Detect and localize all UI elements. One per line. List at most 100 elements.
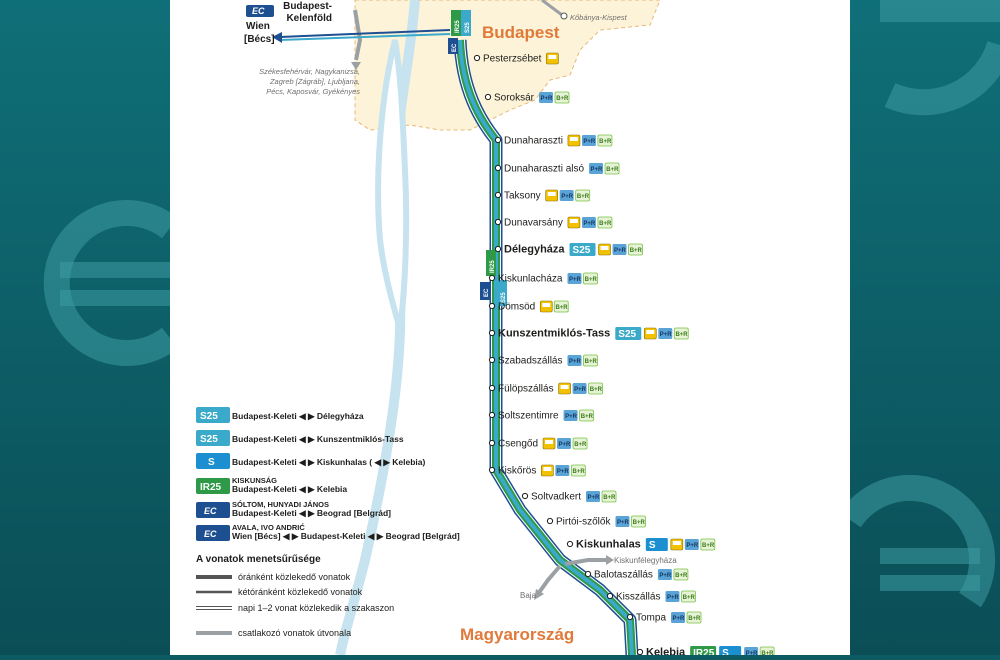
line-badge-s25: S25 xyxy=(615,327,642,340)
station-pesterzsebet[interactable]: Pesterzsébet xyxy=(473,52,559,65)
bike-and-ride-icon: B+R xyxy=(554,91,570,104)
station-marker xyxy=(606,592,614,600)
baja-label: Baja xyxy=(520,591,537,600)
station-marker xyxy=(494,245,502,253)
station-marker xyxy=(546,517,554,525)
svg-text:EC: EC xyxy=(484,288,490,297)
svg-text:B+R: B+R xyxy=(581,414,594,420)
station-name: Balotaszállás xyxy=(594,570,653,581)
station-name: Kisszállás xyxy=(616,592,660,603)
station-name: Soltszentimre xyxy=(498,411,559,422)
svg-text:P+R: P+R xyxy=(557,469,570,475)
region-budapest-label: Budapest xyxy=(482,23,560,42)
bike-and-ride-icon: B+R xyxy=(631,515,646,528)
legend-badge-label: S25 xyxy=(200,411,218,422)
park-and-ride-icon: P+R xyxy=(744,647,758,655)
bike-and-ride-icon: B+R xyxy=(700,538,716,551)
mav-logo-watermark-right xyxy=(839,0,1000,608)
svg-text:P+R: P+R xyxy=(559,442,572,448)
station-marker xyxy=(494,164,502,172)
svg-text:P+R: P+R xyxy=(569,359,582,365)
branch-arrow-sw xyxy=(534,589,544,600)
legend-item-1: S25 Budapest-Keleti ◀ ▶ Délegyháza xyxy=(196,407,364,423)
svg-text:B+R: B+R xyxy=(603,495,616,501)
svg-text:P+R: P+R xyxy=(574,387,587,393)
station-name: Taksony xyxy=(504,191,541,202)
bus-icon xyxy=(567,134,581,147)
bike-and-ride-icon: B+R xyxy=(579,409,594,422)
main-railway-line xyxy=(453,39,639,655)
legend-item-text: AVALA, IVO ANDRIĆ xyxy=(232,523,305,532)
svg-text:B+R: B+R xyxy=(556,96,569,102)
station-marker xyxy=(521,492,529,500)
bike-and-ride-icon: B+R xyxy=(575,189,591,202)
region-magyarorszag-label: Magyarország xyxy=(460,625,574,644)
station-name: Pesterzsébet xyxy=(483,54,542,65)
bus-icon xyxy=(546,52,559,65)
station-name: Fülöpszállás xyxy=(498,384,554,395)
station-name: Kiskunlacháza xyxy=(498,274,563,285)
park-and-ride-icon: P+R xyxy=(586,491,600,502)
park-and-ride-icon: P+R xyxy=(555,465,569,476)
bike-and-ride-icon: B+R xyxy=(572,437,588,450)
station-name: Dunavarsány xyxy=(504,218,563,229)
station-name: Délegyháza xyxy=(504,244,565,256)
park-and-ride-icon: P+R xyxy=(581,135,596,146)
svg-text:P+R: P+R xyxy=(591,167,604,173)
svg-text:P+R: P+R xyxy=(569,277,582,283)
svg-text:IR25: IR25 xyxy=(455,20,461,33)
station-marker xyxy=(484,93,492,101)
station-name: Csengőd xyxy=(498,439,538,450)
station-marker xyxy=(494,136,502,144)
frequency-label: napi 1–2 vonat közlekedik a szakaszon xyxy=(238,603,394,613)
legend-badge xyxy=(196,502,230,518)
legend-item-text: Budapest-Keleti ◀ ▶ Délegyháza xyxy=(232,411,364,421)
station-marker xyxy=(488,329,496,337)
legend-badge-label: S25 xyxy=(200,434,218,445)
svg-text:IR25: IR25 xyxy=(490,260,496,273)
station-name: Kiskunhalas xyxy=(576,539,641,551)
svg-text:IR25: IR25 xyxy=(693,648,715,655)
bus-icon xyxy=(670,538,684,551)
svg-text:P+R: P+R xyxy=(686,543,699,549)
station-name: Tompa xyxy=(636,613,666,624)
station-name: Dunaharaszti xyxy=(504,136,563,147)
frequency-label: óránként közlekedő vonatok xyxy=(238,572,351,582)
line-badge-ir25: IR25 xyxy=(690,646,717,655)
svg-text:B+R: B+R xyxy=(599,139,612,145)
legend-item-text: Budapest-Keleti ◀ ▶ Kunszentmiklós-Tass xyxy=(232,434,404,444)
bike-and-ride-icon: B+R xyxy=(673,568,689,581)
branch-baja xyxy=(536,564,562,596)
park-and-ride-icon: P+R xyxy=(559,190,574,201)
legend-badge xyxy=(196,407,230,423)
svg-text:B+R: B+R xyxy=(633,520,646,526)
track-badge-ec-top: EC xyxy=(448,38,458,54)
bus-icon xyxy=(542,437,556,450)
bike-and-ride-icon: B+R xyxy=(570,464,586,477)
station-marker xyxy=(488,439,496,447)
west-arrow xyxy=(351,62,361,70)
